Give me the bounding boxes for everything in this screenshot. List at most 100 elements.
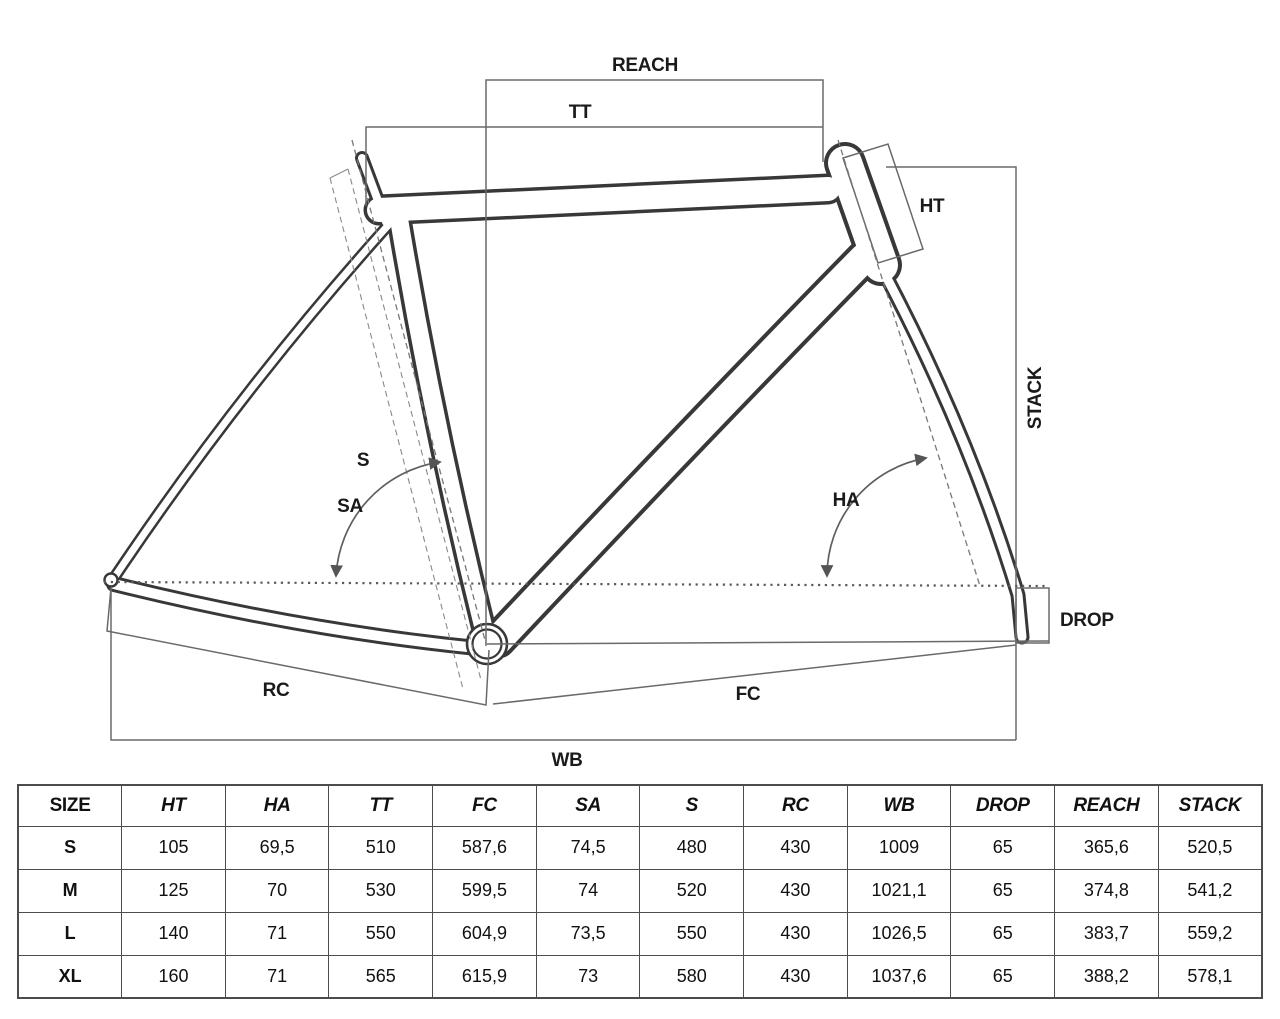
axis-lines <box>103 139 1050 690</box>
table-cell-sa: 74 <box>535 868 641 913</box>
table-cell-reach: 383,7 <box>1054 911 1159 956</box>
table-cell-ht: 105 <box>121 825 226 870</box>
table-cell-ha: 69,5 <box>224 825 330 870</box>
table-cell-wb: 1037,6 <box>846 954 952 999</box>
ha-dimension-label: HA <box>833 490 860 511</box>
row-size-label: M <box>17 868 123 913</box>
table-cell-fc: 587,6 <box>432 825 537 870</box>
row-size-label: XL <box>17 954 123 999</box>
table-cell-reach: 365,6 <box>1054 825 1159 870</box>
table-cell-tt: 530 <box>328 868 434 913</box>
drop-box <box>1015 587 1050 644</box>
table-cell-s: 580 <box>639 954 745 999</box>
table-cell-drop: 65 <box>950 954 1056 999</box>
s-band-right <box>347 168 482 681</box>
dimension-lines <box>106 79 1050 741</box>
table-cell-tt: 510 <box>328 825 434 870</box>
fc-line <box>492 644 1017 705</box>
row-size-label: S <box>17 825 123 870</box>
column-header-sa: SA <box>535 784 641 827</box>
row-size-label: L <box>17 911 123 956</box>
sa-dimension-label: SA <box>337 496 363 517</box>
rc-line <box>106 587 490 706</box>
rc-dimension-label: RC <box>263 680 290 701</box>
column-header-ha: HA <box>224 784 330 827</box>
column-header-s: S <box>639 784 745 827</box>
rear-dropout <box>103 572 119 588</box>
table-cell-s: 480 <box>639 825 745 870</box>
column-header-rc: RC <box>743 784 848 827</box>
table-cell-rc: 430 <box>743 825 848 870</box>
table-cell-fc: 615,9 <box>432 954 537 999</box>
tt-bracket <box>365 126 823 206</box>
table-cell-s: 520 <box>639 868 745 913</box>
table-cell-rc: 430 <box>743 911 848 956</box>
frame-tubes-fill <box>109 146 1027 655</box>
table-cell-ha: 71 <box>224 911 330 956</box>
table-cell-fc: 604,9 <box>432 911 537 956</box>
column-header-size: SIZE <box>17 784 123 827</box>
table-cell-fc: 599,5 <box>432 868 537 913</box>
frame-diagram-svg: REACH TT HT STACK HA S SA DROP RC FC WB <box>103 55 1115 771</box>
s-dimension-label: S <box>357 450 369 471</box>
column-header-ht: HT <box>121 784 226 827</box>
table-cell-ha: 70 <box>224 868 330 913</box>
table-cell-stack: 520,5 <box>1157 825 1263 870</box>
table-cell-drop: 65 <box>950 911 1056 956</box>
column-header-tt: TT <box>328 784 434 827</box>
reach-bracket <box>485 79 824 646</box>
fc-dimension-label: FC <box>736 684 761 705</box>
stack-dimension-label: STACK <box>1025 366 1046 429</box>
tt-dimension-label: TT <box>569 102 592 123</box>
table-cell-stack: 559,2 <box>1157 911 1263 956</box>
ht-dimension-label: HT <box>920 196 945 217</box>
column-header-reach: REACH <box>1054 784 1159 827</box>
head-axis-dashed <box>837 139 981 587</box>
table-cell-ht: 160 <box>121 954 226 999</box>
table-cell-wb: 1021,1 <box>846 868 952 913</box>
wb-dimension-label: WB <box>551 750 582 771</box>
axle-dotted-line <box>103 580 1050 588</box>
seat-axis-dashed <box>351 139 487 645</box>
table-cell-stack: 541,2 <box>1157 868 1263 913</box>
wb-bracket <box>110 590 1016 741</box>
table-cell-reach: 374,8 <box>1054 868 1159 913</box>
fork-blade <box>871 255 1030 645</box>
table-cell-ht: 140 <box>121 911 226 956</box>
frame-geometry-diagram: REACH TT HT STACK HA S SA DROP RC FC WB <box>103 55 1115 771</box>
stack-line <box>886 166 1017 740</box>
column-header-drop: DROP <box>950 784 1056 827</box>
column-header-wb: WB <box>846 784 952 827</box>
table-cell-reach: 388,2 <box>1054 954 1159 999</box>
table-cell-sa: 73 <box>535 954 641 999</box>
s-band-left <box>329 177 464 690</box>
column-header-fc: FC <box>432 784 537 827</box>
table-cell-rc: 430 <box>743 954 848 999</box>
table-cell-wb: 1009 <box>846 825 952 870</box>
reach-dimension-label: REACH <box>612 55 678 76</box>
table-cell-tt: 550 <box>328 911 434 956</box>
table-cell-tt: 565 <box>328 954 434 999</box>
bb-height-line <box>486 640 1050 645</box>
table-cell-ha: 71 <box>224 954 330 999</box>
table-cell-drop: 65 <box>950 825 1056 870</box>
sa-arc <box>330 457 442 578</box>
column-header-stack: STACK <box>1157 784 1263 827</box>
s-band-cap <box>329 168 349 179</box>
table-cell-stack: 578,1 <box>1157 954 1263 999</box>
angle-arcs <box>330 453 928 578</box>
table-cell-rc: 430 <box>743 868 848 913</box>
table-cell-sa: 74,5 <box>535 825 641 870</box>
table-cell-wb: 1026,5 <box>846 911 952 956</box>
table-cell-sa: 73,5 <box>535 911 641 956</box>
